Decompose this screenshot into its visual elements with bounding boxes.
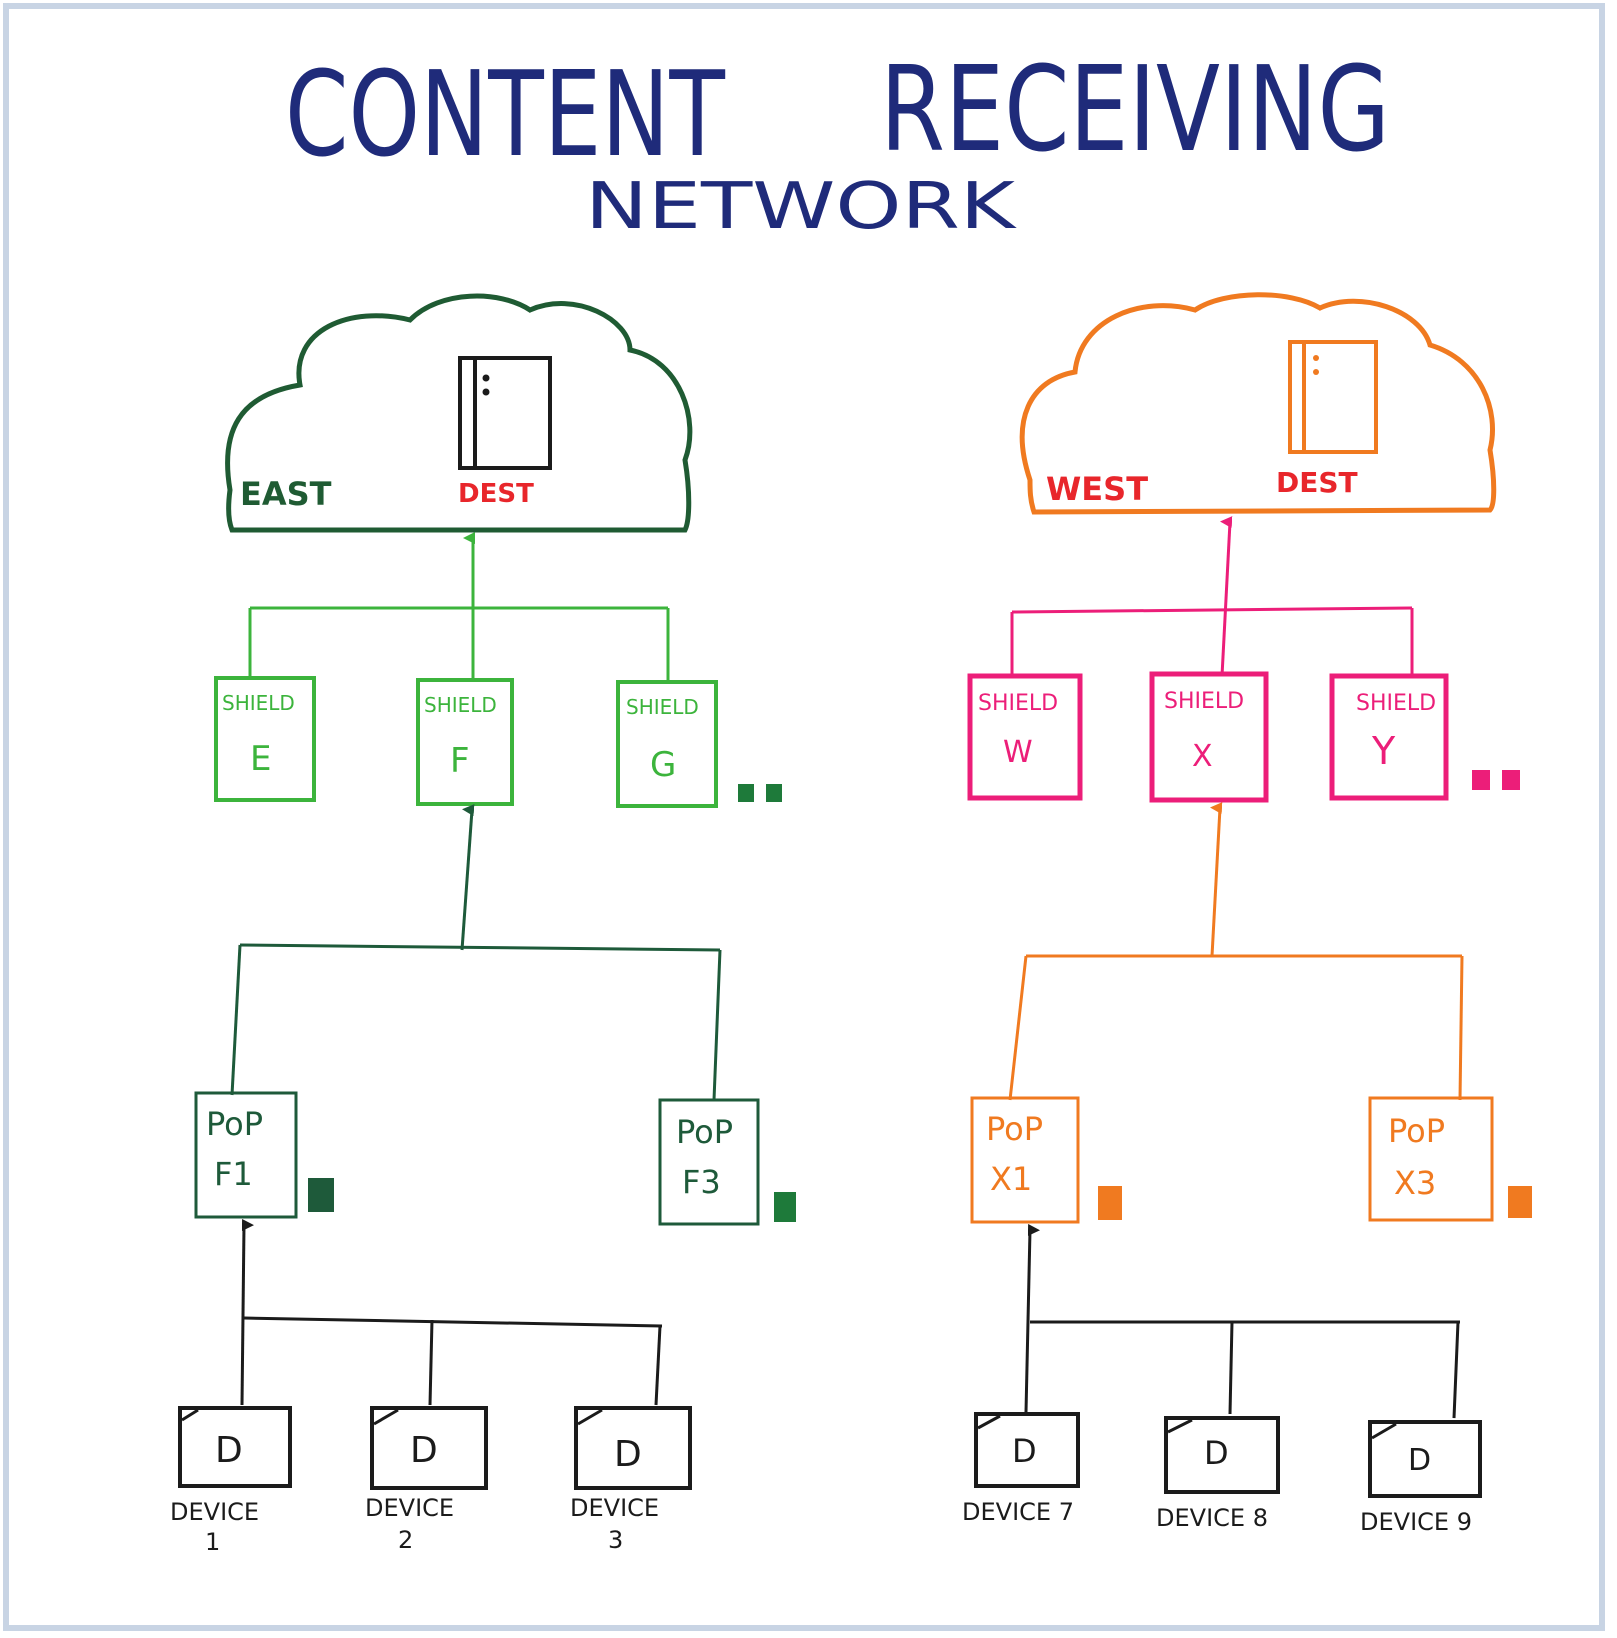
pop-label: PoP xyxy=(1388,1112,1445,1150)
shield-letter: X xyxy=(1192,739,1213,774)
shield-label: SHIELD xyxy=(1356,691,1436,716)
west-shield-x: SHIELD X xyxy=(1149,671,1269,803)
west-device-9: D DEVICE 9 xyxy=(1360,1420,1482,1536)
device-glyph: D xyxy=(1408,1443,1431,1478)
shield-label: SHIELD xyxy=(1164,689,1244,714)
device-number: 2 xyxy=(398,1526,413,1554)
east-region: EAST DEST SHIELD E SHIELD F SHIELD G xyxy=(170,293,796,1556)
west-cloud-label: WEST xyxy=(1046,470,1148,508)
shield-letter: W xyxy=(1003,735,1033,770)
east-pop-f3-status-icon xyxy=(774,1192,796,1222)
east-pop-f1-status-icon xyxy=(308,1178,334,1212)
east-more-icon xyxy=(738,784,782,802)
title-network: NETWORK xyxy=(585,170,1018,244)
east-pop-f1: PoP F1 xyxy=(194,1091,298,1219)
east-cloud-label: EAST xyxy=(240,475,332,513)
shield-label: SHIELD xyxy=(978,691,1058,716)
east-cloud xyxy=(225,293,693,533)
shield-label: SHIELD xyxy=(222,691,295,715)
shield-label: SHIELD xyxy=(626,695,699,719)
west-pop-x1-status-icon xyxy=(1098,1186,1122,1220)
shield-letter: E xyxy=(250,739,271,779)
east-shield-bus xyxy=(248,532,670,680)
pop-id: F1 xyxy=(214,1155,253,1193)
device-label: DEVICE xyxy=(170,1498,259,1526)
west-pop-x1: PoP X1 xyxy=(970,1096,1080,1224)
device-label: DEVICE 8 xyxy=(1156,1504,1268,1532)
west-shield-bus xyxy=(1010,516,1414,677)
east-pop-bus xyxy=(230,804,722,1101)
west-more-icon xyxy=(1472,770,1520,790)
device-label: DEVICE xyxy=(365,1494,454,1522)
west-pop-x3-status-icon xyxy=(1508,1186,1532,1218)
west-device-bus xyxy=(1024,1223,1460,1419)
shield-label: SHIELD xyxy=(424,693,497,717)
device-label: DEVICE 9 xyxy=(1360,1508,1472,1536)
pop-id: X3 xyxy=(1394,1164,1436,1202)
shield-letter: G xyxy=(650,745,676,785)
device-glyph: D xyxy=(1204,1434,1229,1472)
pop-label: PoP xyxy=(986,1110,1043,1148)
device-glyph: D xyxy=(410,1430,438,1471)
east-shield-f: SHIELD F xyxy=(416,678,514,806)
board-frame xyxy=(3,3,1605,1631)
device-glyph: D xyxy=(614,1434,642,1475)
title-content: CONTENT xyxy=(285,45,726,183)
west-pop-x3: PoP X3 xyxy=(1368,1096,1494,1222)
device-number: 3 xyxy=(608,1526,623,1554)
west-dest-label: DEST xyxy=(1276,466,1358,499)
west-server-icon xyxy=(1288,340,1378,454)
pop-id: X1 xyxy=(990,1160,1032,1198)
east-shield-e: SHIELD E xyxy=(214,676,316,802)
east-device-3: D DEVICE 3 xyxy=(570,1406,692,1554)
pop-label: PoP xyxy=(676,1113,733,1151)
shield-letter: Y xyxy=(1371,729,1396,773)
title-receiving: RECEIVING xyxy=(880,40,1390,178)
device-number: 1 xyxy=(205,1528,220,1556)
west-shield-y: SHIELD Y xyxy=(1329,673,1449,801)
east-shield-g: SHIELD G xyxy=(616,680,718,808)
west-device-7: D DEVICE 7 xyxy=(962,1412,1080,1526)
east-device-2: D DEVICE 2 xyxy=(365,1406,488,1554)
east-pop-f3: PoP F3 xyxy=(658,1098,760,1226)
west-pop-bus xyxy=(1008,802,1464,1101)
pop-id: F3 xyxy=(682,1163,721,1201)
device-label: DEVICE xyxy=(570,1494,659,1522)
device-glyph: D xyxy=(1012,1432,1037,1470)
west-cloud xyxy=(1019,292,1497,515)
east-device-bus xyxy=(240,1218,663,1406)
title-group: CONTENT RECEIVING NETWORK xyxy=(285,40,1390,244)
west-region: WEST DEST SHIELD W SHIELD X SHIELD Y xyxy=(962,292,1532,1536)
west-shield-w: SHIELD W xyxy=(967,673,1083,801)
east-server-icon xyxy=(458,356,552,470)
device-label: DEVICE 7 xyxy=(962,1498,1074,1526)
device-glyph: D xyxy=(215,1430,243,1471)
east-device-1: D DEVICE 1 xyxy=(170,1406,292,1556)
pop-label: PoP xyxy=(206,1105,263,1143)
west-device-8: D DEVICE 8 xyxy=(1156,1416,1280,1532)
shield-letter: F xyxy=(450,741,470,781)
east-dest-label: DEST xyxy=(458,479,534,509)
